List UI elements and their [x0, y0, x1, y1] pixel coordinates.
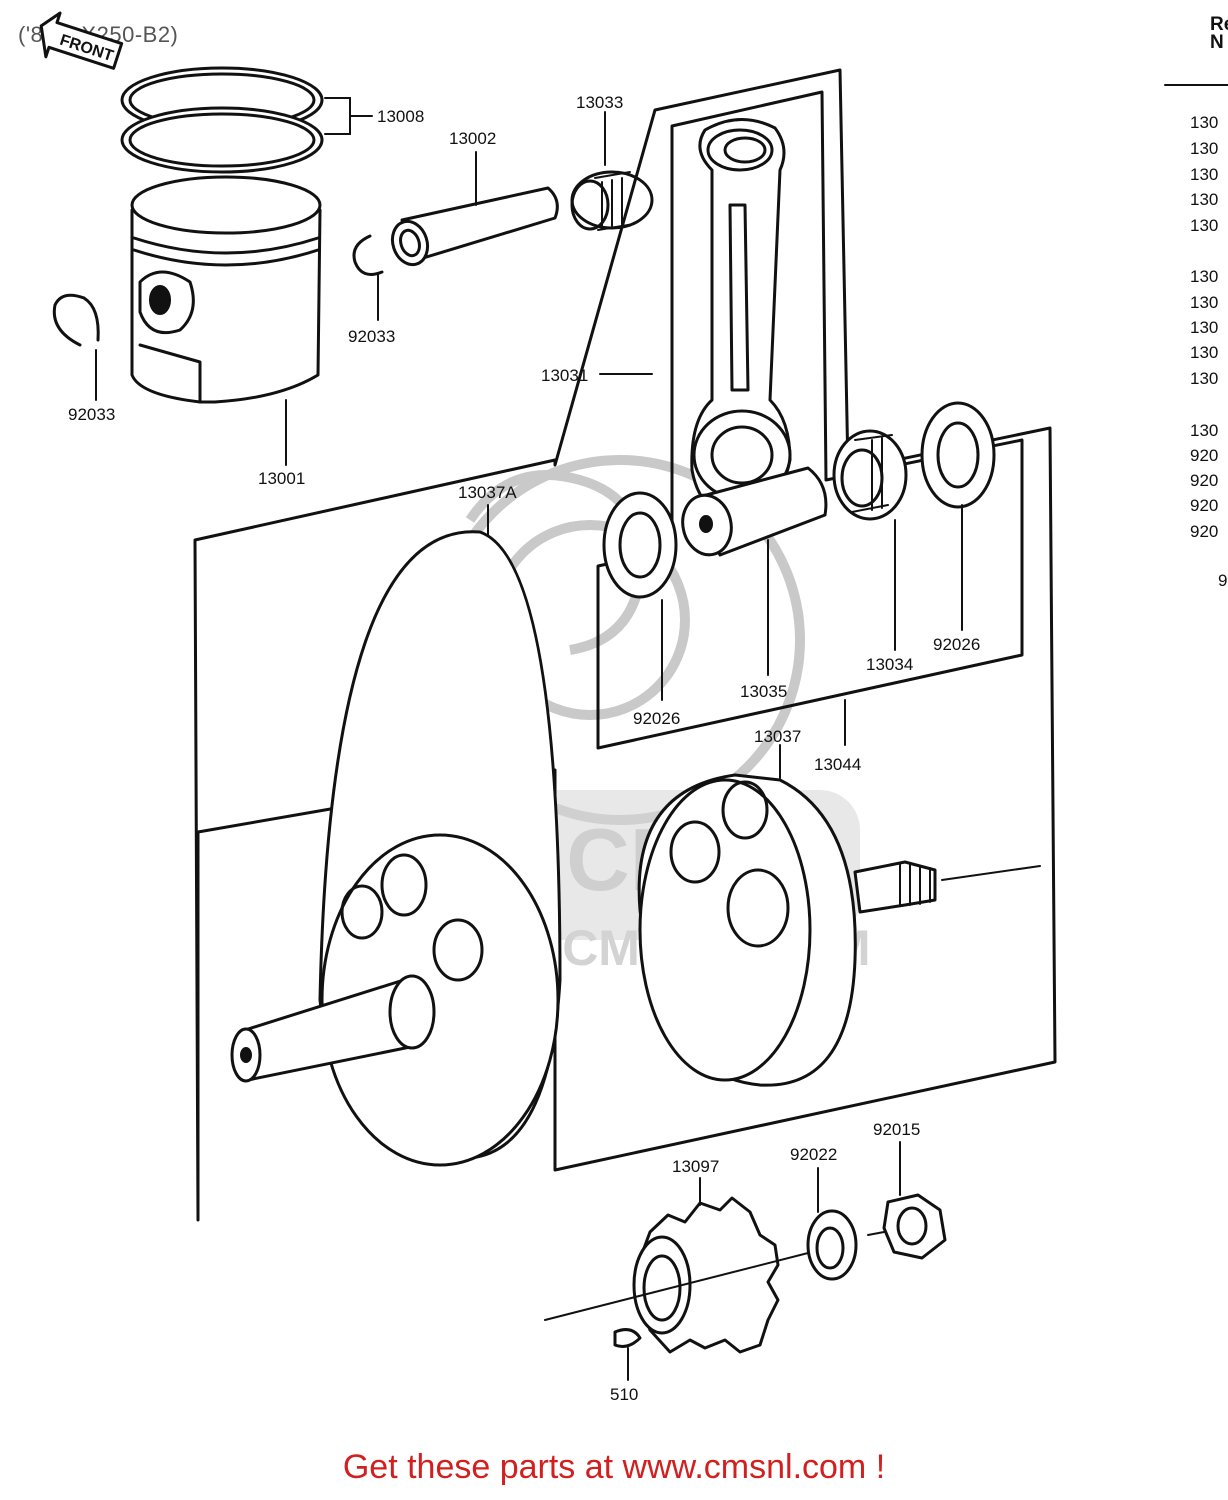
table-row: 130 — [1190, 113, 1218, 132]
label-conrod-kit: 13044 — [814, 755, 861, 774]
piston-pin — [390, 186, 559, 267]
table-row: 920 — [1190, 496, 1218, 515]
table-row: 920 — [1190, 522, 1218, 541]
circlip-left — [52, 293, 100, 347]
table-row: 130 — [1190, 318, 1218, 337]
flywheel-left — [230, 530, 562, 1167]
label-small-bearing: 13033 — [576, 93, 623, 112]
label-washer-right: 92026 — [933, 635, 980, 654]
label-circlip-right: 92033 — [348, 327, 395, 346]
table-row: 130 — [1190, 190, 1218, 209]
circlip-right — [352, 234, 384, 276]
part-number-table: Re N 130 130 130 130 130 130 130 130 130… — [1164, 14, 1228, 590]
table-row: 130 — [1190, 343, 1218, 362]
front-arrow: FRONT — [39, 11, 124, 70]
table-row: 130 — [1190, 293, 1218, 312]
table-row: 130 — [1190, 369, 1218, 388]
piston — [130, 175, 322, 404]
table-row: 130 — [1190, 165, 1218, 184]
label-rings: 13008 — [377, 107, 424, 126]
label-flywheel-left: 13037A — [458, 483, 517, 502]
table-row: 130 — [1190, 216, 1218, 235]
label-conrod: 13031 — [541, 366, 588, 385]
table-row: 130 — [1190, 267, 1218, 286]
table-row: 130 — [1190, 421, 1218, 440]
table-row: 9 — [1218, 571, 1227, 590]
label-key: 510 — [610, 1385, 638, 1404]
piston-rings — [120, 66, 373, 174]
flange-nut — [882, 1193, 947, 1260]
label-pin: 13002 — [449, 129, 496, 148]
label-nut: 92015 — [873, 1120, 920, 1139]
table-header-no: N — [1210, 32, 1224, 53]
table-row: 130 — [1190, 139, 1218, 158]
flywheel-right — [637, 773, 937, 1087]
thrust-washer-right — [920, 401, 996, 509]
label-big-bearing: 13034 — [866, 655, 913, 674]
label-flywheel-right: 13037 — [754, 727, 801, 746]
woodruff-key — [613, 1328, 642, 1348]
label-piston: 13001 — [258, 469, 305, 488]
connecting-rod — [690, 118, 792, 522]
promo-link[interactable]: Get these parts at www.cmsnl.com ! — [342, 1448, 886, 1486]
label-lock-washer: 92022 — [790, 1145, 837, 1164]
table-header-ref: Re — [1210, 14, 1228, 35]
big-end-bearing — [832, 429, 908, 521]
table-row: 920 — [1190, 471, 1218, 490]
table-row: 920 — [1190, 446, 1218, 465]
thrust-washer-left — [602, 491, 678, 599]
label-washer-left: 92026 — [633, 709, 680, 728]
lock-washer — [806, 1209, 858, 1281]
label-circlip-left: 92033 — [68, 405, 115, 424]
label-gear: 13097 — [672, 1157, 719, 1176]
label-crank-pin: 13035 — [740, 682, 787, 701]
crank-pin — [681, 466, 828, 557]
small-end-bearing — [570, 170, 654, 231]
drive-gear — [632, 1196, 780, 1354]
